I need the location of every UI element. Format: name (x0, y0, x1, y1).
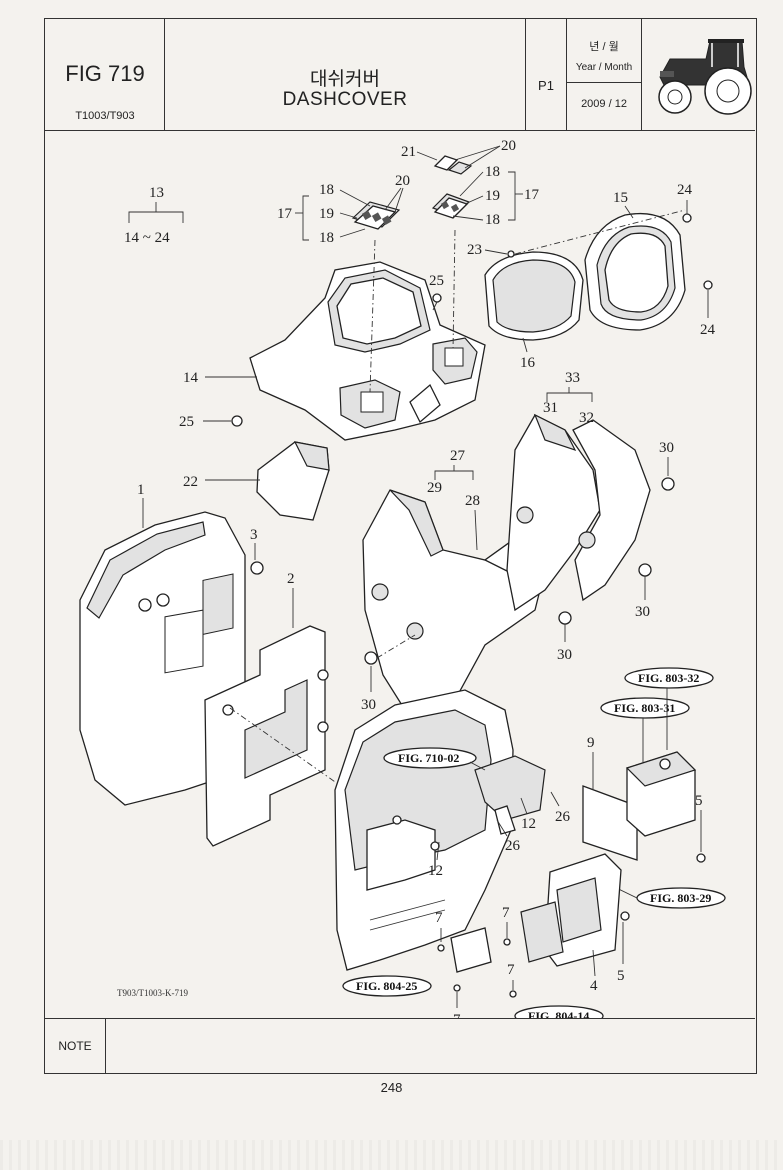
callout-15: 15 (613, 190, 628, 206)
callout-18-a: 18 (319, 182, 334, 198)
tractor-cell (642, 19, 755, 130)
callout-18-b: 18 (319, 230, 334, 246)
note-section: NOTE (45, 1018, 755, 1074)
model-numbers: T1003/T903 (75, 110, 135, 122)
title-korean: 대쉬커버 (310, 69, 380, 90)
figref-803-31: FIG. 803-31 (614, 701, 675, 715)
callout-31: 33 (565, 370, 580, 386)
callout-7-a: 7 (435, 910, 443, 926)
part-1-side-panel: 1 (79, 482, 246, 806)
drawing-code: T903/T1003-K-719 (117, 988, 188, 998)
part-31-side-covers: 33 31 32 (506, 370, 651, 612)
callout-12-b: 12 (428, 863, 443, 879)
part-7-screws-and-relays: 7 7 7 7 (435, 901, 564, 1028)
switch-assembly-left: 18 19 18 17 20 (277, 173, 410, 246)
figref-804-25: FIG. 804-25 (356, 979, 417, 993)
figref-804-14: FIG. 804-14 (528, 1009, 589, 1018)
callout-1: 1 (137, 482, 145, 498)
callout-17-b: 17 (524, 187, 540, 203)
callout-14: 14 (183, 370, 199, 386)
group-13-bracket: 13 14 ~ 24 (124, 185, 184, 246)
callout-24-b: 24 (700, 322, 716, 338)
callout-17-a: 17 (277, 206, 293, 222)
date-label-english: Year / Month (575, 62, 633, 73)
note-label: NOTE (45, 1019, 106, 1074)
callout-19-a: 19 (319, 206, 334, 222)
figref-803-29: FIG. 803-29 (650, 891, 711, 905)
part-30-screws: 30 30 30 30 (361, 440, 675, 713)
callout-28: 28 (465, 493, 480, 509)
callout-5-b: 5 (617, 968, 625, 984)
callout-18-d: 18 (485, 212, 500, 228)
callout-24-a: 24 (677, 182, 693, 198)
page-cell: P1 (526, 19, 567, 130)
scan-edge (0, 1140, 783, 1170)
callout-2: 2 (287, 571, 295, 587)
callout-9: 9 (587, 735, 595, 751)
tractor-icon (658, 39, 752, 115)
figure-references: FIG. 710-02 FIG. 803-32 FIG. 803-31 FIG.… (342, 667, 726, 1027)
part-22-duct: 22 (183, 441, 330, 521)
callout-16: 16 (520, 355, 536, 371)
callout-4: 4 (590, 978, 598, 994)
callout-5-a: 5 (695, 793, 703, 809)
part-12-26-fasteners: 12 12 26 26 (428, 791, 571, 879)
figref-803-32: FIG. 803-32 (638, 671, 699, 685)
part-25-screws: 25 25 (179, 273, 444, 430)
title-cell: 대쉬커버 DASHCOVER (165, 19, 526, 130)
callout-19-b: 19 (485, 188, 500, 204)
part-16-instrument-cluster: 16 23 (467, 242, 584, 371)
callout-7-b: 7 (502, 905, 510, 921)
callout-18-c: 18 (485, 164, 500, 180)
callout-25-a: 25 (179, 414, 194, 430)
callout-21: 21 (401, 144, 416, 160)
callout-25-b: 25 (429, 273, 444, 289)
callout-26-b: 26 (505, 838, 521, 854)
callout-3: 3 (250, 527, 258, 543)
callout-30-b: 30 (635, 604, 650, 620)
callout-30-d: 30 (361, 697, 376, 713)
callout-30-a: 30 (659, 440, 674, 456)
sheet-header: FIG 719 T1003/T903 대쉬커버 DASHCOVER P1 년 /… (45, 19, 755, 131)
part-3-screw: 3 (250, 527, 264, 575)
callout-22: 22 (183, 474, 198, 490)
callout-23: 23 (467, 242, 482, 258)
part-15-bezel: 15 24 24 (514, 182, 716, 338)
callout-29: 29 (427, 480, 442, 496)
parts-sheet: FIG 719 T1003/T903 대쉬커버 DASHCOVER P1 년 /… (44, 18, 757, 1074)
part-9-plate-and-module: 9 5 (582, 735, 706, 863)
part-4-cover-plate: 4 5 (544, 853, 630, 994)
callout-27: 27 (450, 448, 466, 464)
date-cell: 년 / 월 Year / Month 2009 / 12 (567, 19, 642, 130)
callout-26-a: 26 (555, 809, 571, 825)
sheet-page: P1 (538, 78, 554, 93)
part-14-dash-cover: 14 (183, 229, 486, 441)
callout-20-b: 20 (501, 138, 516, 154)
page-number: 248 (380, 1080, 403, 1095)
callout-13: 13 (149, 185, 164, 201)
callout-14-24: 14 ~ 24 (124, 230, 170, 246)
date-value: 2009 / 12 (581, 98, 627, 110)
callout-20-a: 20 (395, 173, 410, 189)
exploded-diagram-area: 13 14 ~ 24 18 19 18 17 20 (45, 130, 755, 1028)
figure-number: FIG 719 (65, 61, 145, 86)
figure-cell: FIG 719 T1003/T903 (45, 19, 165, 130)
figref-710-02: FIG. 710-02 (398, 751, 459, 765)
switch-assembly-right: 21 20 18 19 18 17 (401, 138, 540, 228)
callout-33: 31 (543, 400, 558, 416)
title-english: DASHCOVER (282, 89, 408, 110)
date-divider (567, 82, 641, 83)
dash-support-frame (334, 689, 546, 971)
callout-7-c: 7 (507, 962, 515, 978)
callout-30-c: 30 (557, 647, 572, 663)
date-label-korean: 년 / 월 (589, 41, 619, 53)
part-2-gasket: 2 (204, 571, 376, 847)
callout-32: 32 (579, 410, 594, 426)
callout-12-a: 12 (521, 816, 536, 832)
exploded-parts-diagram: 13 14 ~ 24 18 19 18 17 20 (79, 138, 726, 1028)
